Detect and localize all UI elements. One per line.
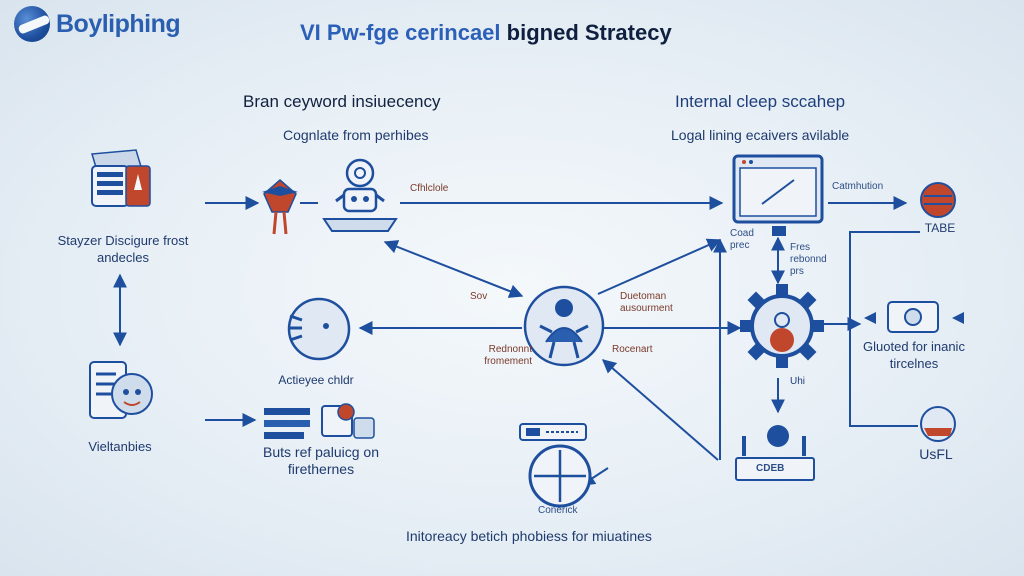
edge-label-catmhution: Catmhution <box>832 181 884 192</box>
puzzle-ball-icon <box>918 404 958 449</box>
right-section-subheading: Logal lining ecaivers avilable <box>671 127 850 143</box>
monitor-icon <box>732 154 826 245</box>
edge-label-duetoman: Duetoman ausourment <box>620 291 673 314</box>
right-section-heading: Internal cleep sccahep <box>675 92 846 111</box>
page-title: VI Pw-fge cerincael bigned Stratecy <box>300 20 672 46</box>
node-achieve-label: Actieyee chldr <box>278 373 354 387</box>
node-buts-label: Buts ref paluicg on firethernes <box>263 444 379 477</box>
clipboard-bars-icon <box>262 400 378 451</box>
robot-shield-icon <box>86 358 158 429</box>
globe-icon <box>14 6 50 42</box>
gear-icon <box>740 284 824 373</box>
bird-icon <box>258 172 302 247</box>
footer-caption: Initoreacy betich phobiess for miuatines <box>406 528 652 544</box>
edge-label-coad-prec: Coad prec <box>730 228 754 251</box>
user-folder-icon <box>84 148 158 217</box>
edge-label-uhi: Uhi <box>790 376 806 387</box>
edge-hub-monitor <box>597 238 722 295</box>
node-vieltanbies-label: Vieltanbies <box>88 439 152 454</box>
robot-desk-icon <box>320 155 402 240</box>
target-icon <box>286 296 352 367</box>
edge-label-rednonnt: Rednonnt fromement <box>484 344 532 367</box>
title-part1: VI Pw-fge cerincael <box>300 20 501 45</box>
node-conerick-label: Conerick <box>538 505 578 516</box>
edge-label-sov: Sov <box>470 291 488 302</box>
edge-robot-hub <box>383 240 524 298</box>
title-part2: bigned Stratecy <box>506 20 672 45</box>
logo-text: Boyliphing <box>56 9 181 38</box>
node-gluoted-label: Gluoted for inanic tircelnes <box>863 339 965 371</box>
node-cdeb-label: CDEB <box>756 463 785 474</box>
left-section-heading: Bran ceyword insiuecency <box>243 92 441 111</box>
logo[interactable]: Boyliphing <box>14 6 181 42</box>
edge-label-fres-rebonnd: Fres rebonnd prs <box>790 242 827 277</box>
money-icon <box>862 296 966 343</box>
left-section-subheading: Cognlate from perhibes <box>283 127 429 143</box>
edge-label-rocenart: Rocenart <box>612 344 653 355</box>
edge-label-cfhlclole: Cfhlclole <box>410 183 449 194</box>
node-usfl-label: UsFL <box>919 446 953 462</box>
red-ball-icon <box>918 180 958 225</box>
gauge-icon <box>518 420 602 515</box>
person-hub-icon <box>522 284 606 373</box>
printer-icon <box>732 414 818 491</box>
node-stayzer-label: Stayzer Discigure frost andecles <box>57 233 189 265</box>
node-tabe-label: TABE <box>924 221 956 235</box>
edge-hub-cdeb <box>601 359 719 461</box>
